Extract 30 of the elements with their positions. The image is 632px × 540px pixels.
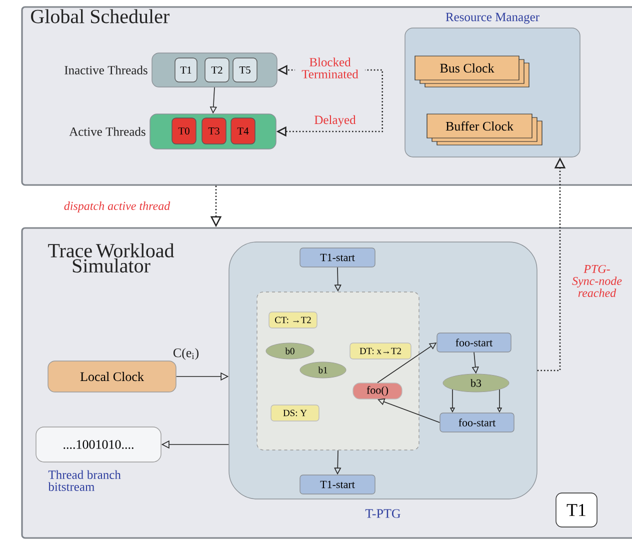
edge-label: Blocked Terminated [295, 56, 365, 80]
clock-stack: Bus Clock [414, 56, 530, 88]
start-box: T1-start [300, 248, 376, 268]
edge-label: dispatch active thread [62, 200, 172, 214]
node-label: Inactive Threads [64, 66, 148, 74]
thread-box: T2 [204, 58, 230, 82]
call-box: foo() [352, 382, 402, 400]
edge-label: C(e$_{i}$) [172, 347, 200, 361]
bitstream-box: ....1001010.... [36, 426, 162, 462]
tag-box: DT: x→T2 [350, 342, 412, 360]
clock-box: Local Clock [48, 360, 176, 392]
clock-stack: Buffer Clock [426, 114, 542, 146]
start-box: foo-start [436, 332, 512, 352]
thread-box: T1 [174, 58, 198, 82]
thread-label-box: T1 [556, 492, 598, 528]
thread-box: T4 [230, 118, 256, 144]
thread-box: T5 [232, 58, 258, 82]
thread-box: T3 [202, 118, 226, 144]
tag-box: CT: →T2 [268, 312, 318, 328]
start-box: T1-start [300, 474, 376, 494]
node-label: Active Threads [69, 127, 146, 136]
start-box: foo-start [440, 412, 514, 432]
tag-box: DS: Y [270, 404, 320, 422]
state-label: Delayed [313, 114, 357, 128]
node-label: Resource Manager [446, 12, 540, 24]
arrow [378, 398, 440, 423]
caption-text: Thread branch bitstream [48, 470, 121, 491]
node-label: T-PTG [365, 509, 400, 518]
thread-box: T0 [172, 118, 196, 144]
edge-label: PTG-Sync-node reached [568, 264, 626, 298]
